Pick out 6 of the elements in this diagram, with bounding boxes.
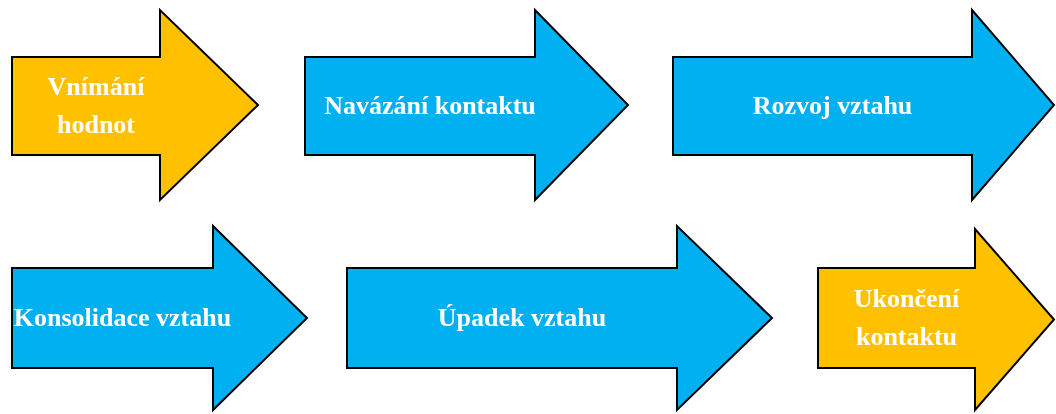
arrow-label: Úpadek vztahu — [436, 302, 608, 334]
arrow-label: Konsolidace vztahu — [12, 302, 233, 334]
arrow-label: Ukončení kontaktu — [852, 283, 961, 353]
arrow-label: Rozvoj vztahu — [751, 90, 914, 122]
arrow-label: Navázání kontaktu — [323, 90, 537, 122]
arrow-label: Vnímání hodnot — [46, 71, 146, 141]
